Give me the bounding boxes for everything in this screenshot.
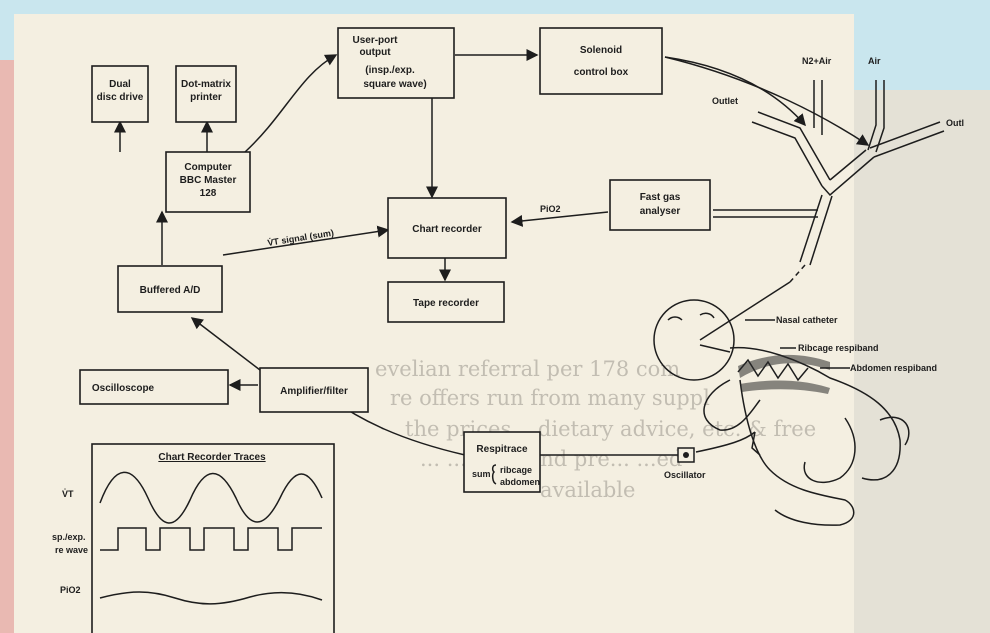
solenoid-control-box: Solenoid control box: [539, 27, 663, 95]
amplifier-filter-label: Amplifier/filter: [280, 386, 348, 397]
respitrace-sum-label: sum: [472, 469, 491, 479]
user-port-label-2: output: [359, 47, 391, 58]
trace-wave-label-2: re wave: [55, 545, 88, 555]
dual-disc-drive-label-2: disc drive: [97, 92, 144, 103]
bleed-line-2: re offers run from many suppl: [390, 386, 710, 410]
dot-matrix-printer-label-2: printer: [190, 92, 222, 103]
computer-label-3: 128: [200, 188, 217, 199]
respitrace-abdomen-label: abdomen: [500, 477, 540, 487]
respitrace-box: Respitrace sum ribcage abdomen: [463, 431, 541, 493]
trace-vt-label: V̇T: [62, 489, 74, 499]
infant-illustration: [653, 299, 910, 526]
ribcage-respiband-label: Ribcage respiband: [798, 343, 879, 353]
trace-vt-wave: [99, 471, 323, 524]
oscillator-device: [677, 447, 695, 463]
outlet-left-label: Outlet: [712, 96, 738, 106]
dot-matrix-printer-box: Dot-matrix printer: [175, 65, 237, 123]
pio2-signal-label: PiO2: [540, 204, 561, 214]
computer-label-2: BBC Master: [180, 175, 237, 186]
trace-square-wave: [100, 527, 322, 551]
dual-disc-drive-label-1: Dual: [109, 79, 131, 90]
trace-wave-label-1: sp./exp.: [52, 532, 86, 542]
user-port-output-box: User-port output (insp./exp. square wave…: [337, 27, 455, 99]
fast-gas-label-1: Fast gas: [640, 192, 681, 203]
bleed-line-5: available: [540, 478, 635, 502]
oscilloscope-label: Oscilloscope: [92, 383, 155, 394]
user-port-label-4: square wave): [363, 79, 426, 90]
air-label: Air: [868, 56, 881, 66]
nasal-catheter-label: Nasal catheter: [776, 315, 838, 325]
abdomen-respiband-label: Abdomen respiband: [850, 363, 937, 373]
oscillator-label: Oscillator: [664, 470, 706, 480]
respitrace-ribcage-label: ribcage: [500, 465, 532, 475]
dual-disc-drive-box: Dual disc drive: [91, 65, 149, 123]
gas-tubing: [699, 80, 945, 341]
tape-recorder-box: Tape recorder: [387, 281, 505, 323]
oscilloscope-box: Oscilloscope: [79, 369, 229, 405]
user-port-label-3: (insp./exp.: [365, 65, 415, 76]
buffered-ad-box: Buffered A/D: [117, 265, 223, 313]
dot-matrix-printer-label-1: Dot-matrix: [181, 79, 231, 90]
respitrace-label: Respitrace: [476, 444, 528, 455]
fast-gas-label-2: analyser: [640, 206, 681, 217]
buffered-ad-label: Buffered A/D: [140, 285, 201, 296]
user-port-label-1: User-port: [352, 35, 398, 46]
computer-box: Computer BBC Master 128: [165, 151, 251, 213]
chart-recorder-label: Chart recorder: [412, 224, 482, 235]
solenoid-label-1: Solenoid: [580, 45, 622, 56]
amplifier-filter-box: Amplifier/filter: [259, 367, 369, 413]
vt-signal-label: V̇T signal (sum): [267, 227, 335, 248]
n2-air-label: N2+Air: [802, 56, 832, 66]
traces-title: Chart Recorder Traces: [158, 452, 266, 463]
trace-pio2-wave: [99, 591, 323, 605]
fast-gas-analyser-box: Fast gas analyser: [609, 179, 711, 231]
solenoid-label-2: control box: [574, 67, 629, 78]
chart-recorder-traces-panel: Chart Recorder Traces V̇T sp./exp. re wa…: [52, 443, 335, 633]
trace-pio2-label: PiO2: [60, 585, 81, 595]
chart-recorder-box: Chart recorder: [387, 197, 507, 259]
bleed-line-1: evelian referral per 178 com: [375, 357, 680, 381]
outlet-right-label: Outl: [946, 118, 964, 128]
tape-recorder-label: Tape recorder: [413, 298, 479, 309]
computer-label-1: Computer: [184, 162, 231, 173]
